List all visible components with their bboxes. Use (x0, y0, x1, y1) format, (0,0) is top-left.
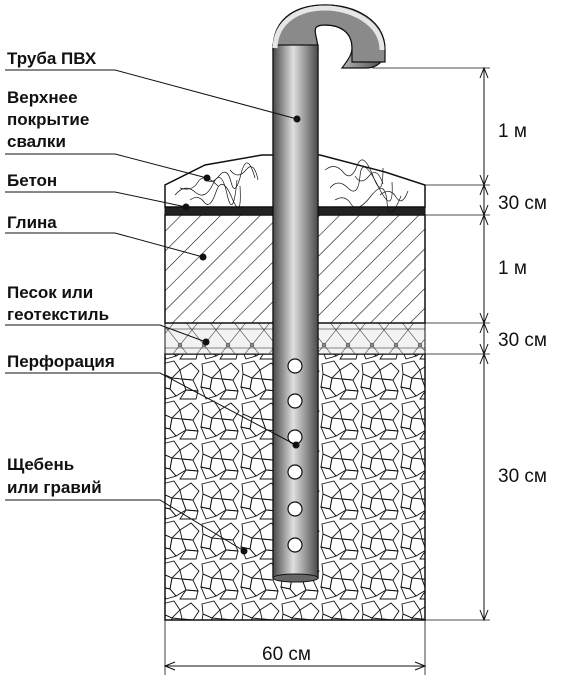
dim-sand: 30 см (498, 330, 547, 351)
label-sand-1: Песок или (7, 283, 93, 302)
label-gravel-2: или гравий (7, 478, 102, 497)
label-sand-2: геотекстиль (7, 305, 109, 324)
dim-concrete: 30 см (498, 193, 547, 214)
dim-width: 60 см (262, 644, 311, 665)
dim-clay: 1 м (498, 258, 527, 279)
perforation-holes (287, 358, 303, 553)
dim-top: 1 м (498, 121, 527, 142)
cover-texture (174, 159, 409, 213)
label-cover-3: свалки (7, 132, 66, 151)
label-cover-2: покрытие (7, 110, 89, 129)
label-perforation: Перфорация (7, 352, 115, 371)
label-cover-1: Верхнее (7, 88, 78, 107)
leader-lines (5, 69, 301, 555)
dimension-lines (163, 66, 490, 675)
label-pipe: Труба ПВХ (7, 49, 97, 68)
label-clay: Глина (7, 213, 57, 232)
dim-gravel: 30 см (498, 466, 547, 487)
pvc-pipe (272, 4, 386, 583)
label-gravel-1: Щебень (7, 455, 74, 474)
label-concrete: Бетон (7, 171, 57, 190)
